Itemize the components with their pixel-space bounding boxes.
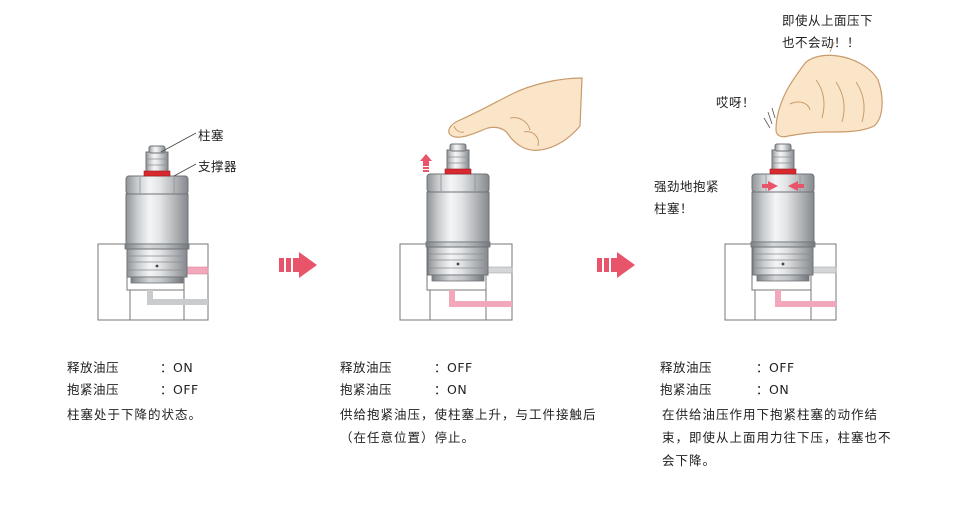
exclaim-top-line1: 即使从上面压下 [782, 13, 874, 28]
clamp-arrows-icon [762, 181, 804, 191]
hand-pointing-icon [448, 77, 583, 151]
callout-support: 支撑器 [198, 159, 238, 174]
panel-1-status-1-label: 释放油压 [67, 360, 120, 375]
panel-2-diagram [399, 77, 583, 321]
panel-2-description: 供给抱紧油压，使柱塞上升，与工件接触后（在任意位置）停止。 [340, 407, 597, 445]
panel-3-status-2-value: ：ON [756, 382, 790, 397]
panel-3-status-2-label: 抱紧油压 [660, 382, 713, 397]
impact-lines-icon [763, 107, 776, 129]
exclaim-clamp-line2: 柱塞！ [654, 201, 694, 216]
panel-1-description: 柱塞处于下降的状态。 [67, 407, 203, 422]
panel-3-status-1-value: ：OFF [756, 360, 795, 375]
panel-2-status-2-value: ：ON [434, 382, 468, 397]
panel-3-status-1-label: 释放油压 [660, 360, 713, 375]
panel-2-status-1-label: 释放油压 [340, 360, 393, 375]
up-arrow-icon [420, 154, 432, 172]
step-arrow-1 [279, 252, 317, 278]
exclaim-oops: 哎呀！ [716, 95, 756, 110]
exclaim-top-line2: 也不会动！！ [782, 35, 861, 50]
panel-3-description: 在供给油压作用下抱紧柱塞的动作结束，即使从上面用力往下压，柱塞也不会下降。 [662, 407, 892, 468]
panel-1-status-2-value: ：OFF [160, 382, 199, 397]
fist-pressing-icon [775, 41, 883, 138]
panel-1-status-1-value: ：ON [160, 360, 194, 375]
exclaim-clamp-line1: 强劲地抱紧 [654, 179, 720, 194]
panel-2-status-1-value: ：OFF [434, 360, 473, 375]
callout-plunger: 柱塞 [198, 128, 225, 143]
step-arrow-2 [597, 252, 635, 278]
panel-3-diagram [724, 41, 883, 321]
panel-1-diagram [97, 132, 209, 321]
panel-1-status-2-label: 抱紧油压 [67, 382, 120, 397]
panel-2-status-2-label: 抱紧油压 [340, 382, 393, 397]
